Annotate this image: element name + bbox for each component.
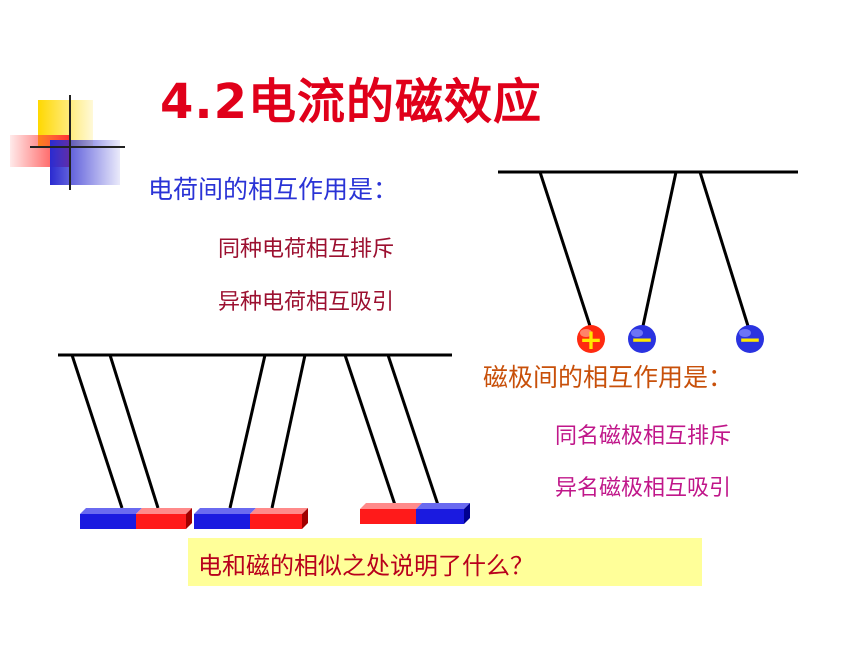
charge-interaction-heading: 电荷间的相互作用是： <box>148 175 399 204</box>
bar-magnet-2 <box>194 508 308 529</box>
magnet-rule-unlike: 异名磁极相互吸引 <box>555 476 732 501</box>
slide-title: 4.2电流的磁效应 <box>160 74 543 130</box>
positive-charge-ball: + <box>577 323 605 356</box>
magnet-string-2 <box>108 354 160 509</box>
magnet-string-5 <box>343 354 397 506</box>
question-box: 电和磁的相似之处说明了什么？ <box>188 538 702 586</box>
magnet-string-4 <box>270 354 307 509</box>
bar-magnet-3 <box>360 503 470 524</box>
charge-string-1 <box>538 171 592 327</box>
charge-string-2 <box>641 171 678 327</box>
magnet-interaction-heading: 磁极间的相互作用是： <box>483 363 734 392</box>
negative-charge-ball-2: − <box>736 323 764 356</box>
magnet-rule-like: 同名磁极相互排斥 <box>555 424 732 449</box>
minus-sign-2: − <box>738 323 761 356</box>
charge-rule-like: 同种电荷相互排斥 <box>218 237 395 262</box>
charge-rule-unlike: 异种电荷相互吸引 <box>218 290 395 315</box>
magnet-string-1 <box>70 354 124 509</box>
negative-charge-ball-1: − <box>628 323 656 356</box>
bar-magnet-1 <box>80 508 192 529</box>
charge-string-3 <box>698 171 750 327</box>
minus-sign-1: − <box>630 323 653 356</box>
magnet-string-6 <box>386 354 440 506</box>
corner-decoration <box>10 95 125 190</box>
question-text: 电和磁的相似之处说明了什么？ <box>198 552 534 580</box>
plus-sign: + <box>579 323 602 356</box>
magnet-string-3 <box>228 354 267 509</box>
